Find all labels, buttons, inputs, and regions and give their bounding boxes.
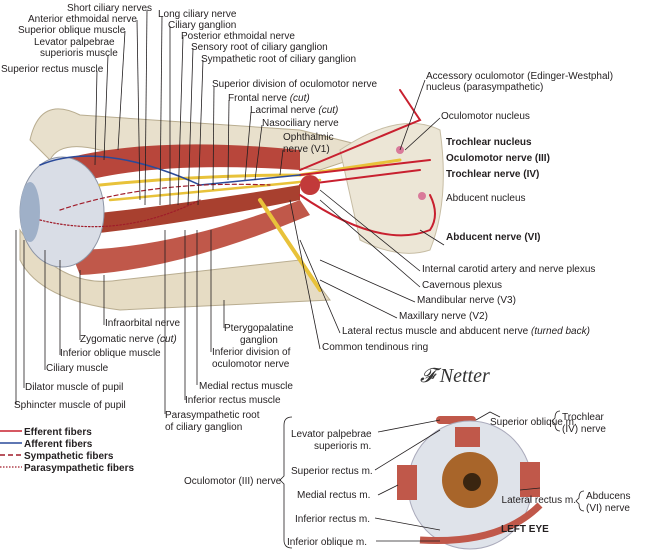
label-abducent-nerve: Abducent nerve (VI)	[446, 232, 540, 243]
label-pterygopalatine-2: ganglion	[240, 335, 278, 346]
label-ophthalmic-2: nerve (V1)	[283, 144, 330, 155]
label-superior-rectus-muscle: Superior rectus muscle	[1, 64, 104, 75]
legend-parasympathetic: Parasympathetic fibers	[24, 463, 134, 474]
superior-rectus-front	[455, 427, 480, 447]
label-maxillary-nerve: Maxillary nerve (V2)	[399, 311, 488, 322]
label-superior-rectus-m: Superior rectus m.	[291, 466, 373, 477]
label-parasympathetic-root: Parasympathetic root	[165, 410, 260, 421]
label-zygomatic-nerve: Zygomatic nerve (cut)	[80, 334, 177, 345]
label-lateral-rectus-m: Lateral rectus m.	[502, 495, 576, 506]
label-inferior-oblique-muscle: Inferior oblique muscle	[60, 348, 161, 359]
lateral-rectus-muscle	[70, 200, 310, 275]
label-dilator-muscle: Dilator muscle of pupil	[25, 382, 123, 393]
label-abducens-2: (VI) nerve	[586, 503, 630, 514]
label-accessory-oculomotor-2: nucleus (parasympathetic)	[426, 82, 543, 93]
label-medial-rectus-m: Medial rectus m.	[297, 490, 370, 501]
nucleus-marker	[418, 192, 426, 200]
nerve-bundle	[39, 89, 436, 292]
label-trochlear: Trochlear	[562, 412, 605, 423]
medial-rectus-front	[397, 465, 417, 500]
label-inferior-rectus-muscle: Inferior rectus muscle	[185, 395, 281, 406]
legend-efferent: Efferent fibers	[24, 427, 92, 438]
label-trochlear-2: (IV) nerve	[562, 424, 606, 435]
label-trochlear-nucleus: Trochlear nucleus	[446, 137, 532, 148]
label-long-ciliary-nerve: Long ciliary nerve	[158, 9, 237, 20]
brace-oculomotor	[279, 416, 293, 549]
inferior-oblique-front	[419, 502, 543, 545]
netter-signature: 𝓕 Netter	[420, 365, 490, 387]
legend-afferent: Afferent fibers	[24, 439, 93, 450]
label-frontal-nerve: Frontal nerve (cut)	[228, 93, 310, 104]
label-sphincter-muscle: Sphincter muscle of pupil	[14, 400, 126, 411]
legend-sympathetic: Sympathetic fibers	[24, 451, 114, 462]
label-superior-oblique-m: Superior oblique m.	[490, 417, 577, 428]
label-oculomotor-nerve: Oculomotor nerve (III)	[446, 153, 550, 164]
label-sensory-root: Sensory root of ciliary ganglion	[191, 42, 328, 53]
label-levator-m-2: superioris m.	[314, 441, 371, 452]
brainstem	[339, 122, 444, 254]
label-ciliary-ganglion: Ciliary ganglion	[168, 20, 236, 31]
label-levator-palpebrae-2: superioris muscle	[40, 48, 118, 59]
label-common-tendinous-ring: Common tendinous ring	[322, 342, 428, 353]
legend	[0, 430, 22, 468]
cornea	[20, 182, 40, 242]
label-lateral-rectus: Lateral rectus muscle and abducent nerve…	[342, 326, 590, 337]
label-abducens: Abducens	[586, 491, 630, 502]
label-oculomotor-nucleus: Oculomotor nucleus	[441, 111, 530, 122]
label-left-eye: LEFT EYE	[501, 524, 549, 535]
label-infraorbital-nerve: Infraorbital nerve	[105, 318, 180, 329]
label-anterior-ethmoidal-nerve: Anterior ethmoidal nerve	[28, 14, 137, 25]
label-internal-carotid: Internal carotid artery and nerve plexus	[422, 264, 595, 275]
label-oculomotor-group: Oculomotor (III) nerve	[184, 476, 282, 487]
label-inferior-rectus-m: Inferior rectus m.	[295, 514, 370, 525]
label-inferior-division-2: oculomotor nerve	[212, 359, 290, 370]
left-eye-diagram	[279, 410, 585, 550]
pupil	[463, 473, 481, 491]
label-medial-rectus-muscle: Medial rectus muscle	[199, 381, 293, 392]
label-ophthalmic: Ophthalmic	[283, 132, 334, 143]
label-mandibular-nerve: Mandibular nerve (V3)	[417, 295, 516, 306]
label-inferior-oblique-m: Inferior oblique m.	[287, 537, 367, 548]
label-levator-palpebrae: Levator palpebrae	[34, 37, 115, 48]
label-accessory-oculomotor: Accessory oculomotor (Edinger-Westphal)	[426, 71, 613, 82]
label-nasociliary-nerve: Nasociliary nerve	[262, 118, 339, 129]
label-inferior-division: Inferior division of	[212, 347, 291, 358]
label-ciliary-muscle: Ciliary muscle	[46, 363, 109, 374]
label-superior-oblique-muscle: Superior oblique muscle	[18, 25, 126, 36]
carotid-artery	[300, 175, 320, 195]
label-levator-m: Levator palpebrae	[291, 429, 372, 440]
label-superior-division: Superior division of oculomotor nerve	[212, 79, 378, 90]
lateral-rectus-front	[520, 462, 540, 497]
leader-lines	[15, 9, 445, 414]
label-cavernous-plexus: Cavernous plexus	[422, 280, 502, 291]
label-sympathetic-root: Sympathetic root of ciliary ganglion	[201, 54, 356, 65]
label-pterygopalatine: Pterygopalatine	[224, 323, 294, 334]
label-abducent-nucleus: Abducent nucleus	[446, 193, 526, 204]
label-parasympathetic-root-2: of ciliary ganglion	[165, 422, 242, 433]
label-lacrimal-nerve: Lacrimal nerve (cut)	[250, 105, 338, 116]
superior-rectus-muscle	[60, 144, 300, 185]
label-posterior-ethmoidal-nerve: Posterior ethmoidal nerve	[181, 31, 295, 42]
label-short-ciliary-nerves: Short ciliary nerves	[67, 3, 152, 14]
label-trochlear-nerve: Trochlear nerve (IV)	[446, 169, 539, 180]
